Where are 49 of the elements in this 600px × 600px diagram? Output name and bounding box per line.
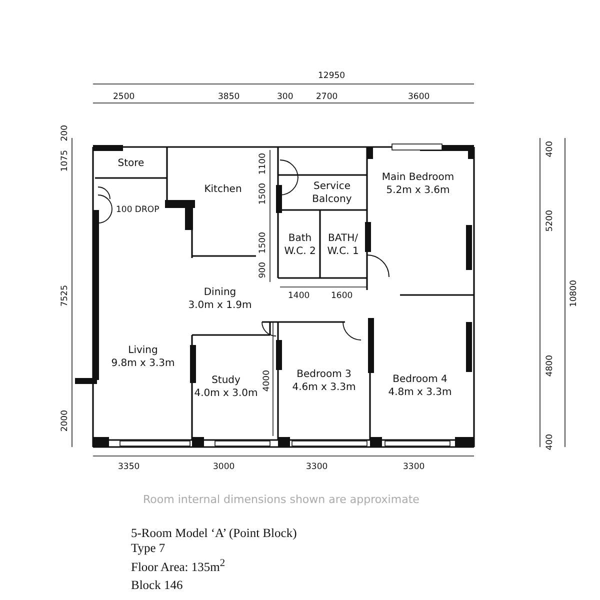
dimension-label: 300 [277,92,294,102]
room-name: Bedroom 4 [392,373,448,386]
dimension-label: 3300 [306,462,328,472]
floor-area: Floor Area: 135m$^{2}$ [131,556,226,576]
dimension-label: 1075 [60,150,70,172]
block-number: Block 146 [131,578,183,593]
dimension-label: 900 [258,262,268,278]
dimension-label: 2700 [316,92,338,102]
room-name: Main Bedroom [382,171,454,184]
plan-title: 5-Room Model ‘A’ (Point Block) [131,526,297,541]
room-name: Store [118,157,144,170]
room-name: BATH/ W.C. 1 [326,232,360,258]
dimension-label: 3600 [408,92,430,102]
dimension-label: 1400 [288,291,310,301]
room-name: Bath W.C. 2 [283,232,317,258]
room-dimensions: 4.0m x 3.0m [194,387,258,400]
room-name: Bedroom 3 [296,368,352,380]
dimension-label: 1600 [331,291,353,301]
dimension-label: 10800 [569,280,579,308]
room-dimensions: 5.2m x 3.6m [386,184,450,197]
dimension-label: 200 [60,125,70,142]
dimension-label: 400 [545,434,555,450]
dimension-label: 3350 [118,462,140,472]
dimension-label: 7525 [60,285,70,307]
dimension-label: 3300 [403,462,425,472]
room-name: Kitchen [204,182,242,196]
room-dimensions: 9.8m x 3.3m [111,357,175,370]
dimension-label: 2500 [113,92,135,102]
dimension-label: 1500 [258,232,268,254]
dimension-label: 1500 [258,183,268,205]
dimension-label: 400 [545,141,555,158]
room-dimensions: 3.0m x 1.9m [188,299,252,312]
dimension-label: 3850 [218,92,240,102]
note-text: Room internal dimensions shown are approximate [143,495,420,505]
dimension-label: 4800 [545,355,555,377]
dimension-label: 5200 [545,210,555,232]
plan-type: Type 7 [131,541,166,556]
drop-label: 100 DROP [116,205,160,215]
room-dimensions: 4.6m x 3.3m [292,380,356,394]
room-name: Dining [204,286,236,299]
dimension-label: 1100 [258,153,268,175]
dimension-label: 4000 [262,370,272,392]
room-name: Study [212,374,240,387]
room-name: Living [128,344,158,357]
dimension-label: 2000 [60,410,70,432]
dimension-label: 3000 [213,462,235,472]
room-dimensions: 4.8m x 3.3m [388,386,452,399]
room-name: Service Balcony [311,180,353,206]
dimension-label: 12950 [318,71,346,81]
